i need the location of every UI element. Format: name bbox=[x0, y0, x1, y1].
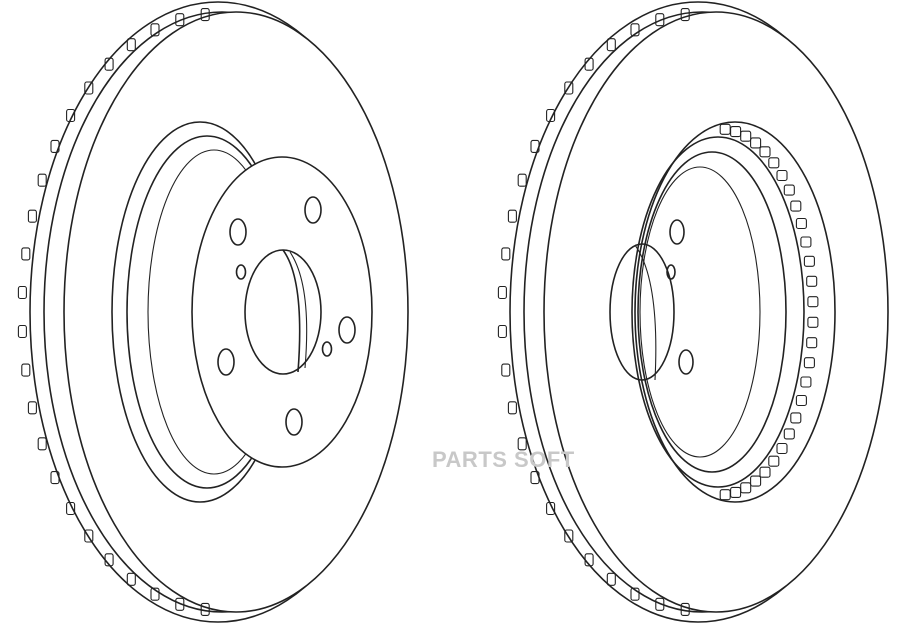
vent-slot bbox=[655, 13, 665, 27]
inner-tooth bbox=[803, 357, 815, 369]
vent-slot bbox=[530, 471, 540, 485]
vent-slot bbox=[17, 285, 27, 300]
brake-disc-left bbox=[17, 1, 409, 623]
vent-slot bbox=[37, 437, 47, 451]
disc-right-bolt-holes bbox=[666, 219, 694, 375]
vent-slot bbox=[104, 57, 114, 71]
vent-slot bbox=[150, 587, 160, 601]
vent-slot bbox=[84, 529, 94, 543]
vent-slot bbox=[546, 108, 556, 123]
inner-tooth bbox=[719, 489, 731, 501]
disc-left-hat bbox=[111, 121, 373, 503]
vent-slot bbox=[17, 324, 27, 339]
vent-slot bbox=[200, 8, 210, 22]
inner-tooth bbox=[783, 428, 795, 440]
vent-slot bbox=[630, 587, 640, 601]
inner-tooth bbox=[750, 475, 762, 487]
inner-tooth bbox=[790, 412, 802, 424]
inner-tooth bbox=[776, 442, 788, 455]
vent-slot bbox=[546, 501, 556, 516]
vent-slot bbox=[517, 437, 527, 451]
vent-slot bbox=[497, 324, 507, 339]
vent-slot bbox=[27, 401, 37, 415]
inner-tooth bbox=[806, 275, 818, 287]
inner-tooth bbox=[759, 146, 771, 158]
inner-tooth bbox=[807, 296, 819, 308]
vent-slot bbox=[66, 501, 76, 516]
vent-slot bbox=[50, 139, 60, 153]
vent-slot bbox=[530, 139, 540, 153]
inner-tooth bbox=[790, 200, 802, 212]
disc-left-vent-slots bbox=[17, 8, 210, 616]
inner-tooth bbox=[806, 337, 818, 349]
vent-slot bbox=[507, 401, 517, 415]
inner-tooth bbox=[740, 130, 752, 142]
vent-slot bbox=[630, 23, 640, 37]
vent-slot bbox=[507, 209, 517, 223]
vent-slot bbox=[50, 471, 60, 485]
vent-slot bbox=[655, 597, 665, 611]
disc-right-hat bbox=[609, 121, 836, 503]
vent-slot bbox=[21, 247, 31, 261]
vent-slot bbox=[501, 363, 511, 377]
vent-slot bbox=[497, 285, 507, 300]
inner-tooth bbox=[768, 157, 780, 169]
vent-slot bbox=[21, 363, 31, 377]
disc-left-bolt-holes bbox=[217, 196, 356, 436]
inner-tooth bbox=[807, 316, 819, 328]
vent-slot bbox=[584, 553, 594, 567]
vent-slot bbox=[517, 173, 527, 187]
inner-tooth bbox=[795, 217, 807, 230]
vent-slot bbox=[200, 602, 210, 616]
disc-right-rim bbox=[509, 1, 889, 623]
vent-slot bbox=[564, 81, 574, 95]
vent-slot bbox=[37, 173, 47, 187]
vent-slot bbox=[606, 572, 616, 586]
vent-slot bbox=[680, 8, 690, 22]
vent-slot bbox=[126, 38, 136, 52]
vent-slot bbox=[680, 602, 690, 616]
vent-slot bbox=[501, 247, 511, 261]
vent-slot bbox=[564, 529, 574, 543]
inner-tooth bbox=[783, 184, 795, 196]
vent-slot bbox=[606, 38, 616, 52]
inner-tooth bbox=[750, 137, 762, 149]
disc-right-inner-teeth bbox=[719, 123, 819, 501]
vent-slot bbox=[27, 209, 37, 223]
watermark-text: PARTS SOFT bbox=[432, 447, 575, 472]
vent-slot bbox=[584, 57, 594, 71]
vent-slot bbox=[175, 597, 185, 611]
vent-slot bbox=[126, 572, 136, 586]
vent-slot bbox=[84, 81, 94, 95]
vent-slot bbox=[66, 108, 76, 123]
inner-tooth bbox=[776, 169, 788, 182]
vent-slot bbox=[104, 553, 114, 567]
inner-tooth bbox=[795, 394, 807, 407]
inner-tooth bbox=[803, 255, 815, 267]
disc-right-vent-slots bbox=[497, 8, 690, 616]
inner-tooth bbox=[800, 236, 812, 248]
vent-slot bbox=[150, 23, 160, 37]
vent-slot bbox=[175, 13, 185, 27]
inner-tooth bbox=[768, 455, 780, 467]
brake-disc-right bbox=[497, 1, 889, 623]
inner-tooth bbox=[759, 466, 771, 478]
inner-tooth bbox=[800, 376, 812, 388]
